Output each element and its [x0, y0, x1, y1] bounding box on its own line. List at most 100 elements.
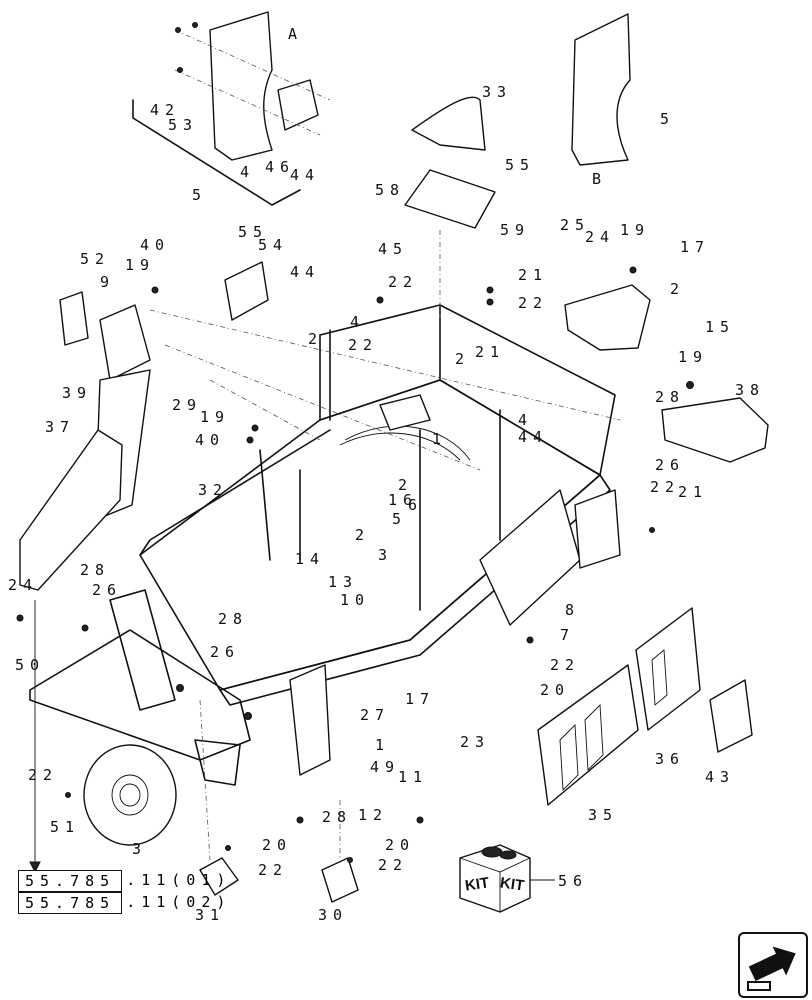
reference-link-row[interactable]: 55.785 .11(02) [18, 892, 235, 914]
callout: 44 [290, 263, 321, 281]
callout: 11 [398, 768, 429, 786]
callout: 22 [650, 478, 681, 496]
callout: 46 [265, 158, 296, 176]
callout: 45 [378, 240, 409, 258]
callout: 53 [168, 116, 199, 134]
callout: 22 [550, 656, 581, 674]
callout: 24 [585, 228, 616, 246]
plate-52 [59, 291, 89, 346]
callout: 32 [198, 481, 229, 499]
callout: 26 [655, 456, 686, 474]
callout: 40 [140, 236, 171, 254]
next-page-arrow-button[interactable] [738, 932, 808, 998]
callout: 21 [475, 343, 506, 361]
callout: 26 [210, 643, 241, 661]
callout: 4 [518, 411, 534, 429]
view-label-b: B [592, 170, 608, 188]
callout: 4 [240, 163, 256, 181]
callout: 35 [588, 806, 619, 824]
bracket-33 [411, 96, 486, 151]
callout: 25 [560, 216, 591, 234]
callout: 22 [518, 294, 549, 312]
callout: 28 [322, 808, 353, 826]
callout: 44 [290, 166, 321, 184]
callout: 52 [80, 250, 111, 268]
callout: 22 [28, 766, 59, 784]
hardware [16, 22, 694, 863]
callout: 6 [408, 496, 424, 514]
leader-lines [29, 230, 621, 881]
callout: 2 [308, 330, 324, 348]
view-label-a: A [288, 25, 304, 43]
reference-links: 55.785 .11(01) 55.785 .11(02) [18, 870, 235, 914]
callout: 50 [15, 656, 46, 674]
callout: 22 [388, 273, 419, 291]
callout: 24 [8, 576, 39, 594]
callout: 20 [540, 681, 571, 699]
bracket-2 [564, 284, 651, 351]
callout: 54 [258, 236, 289, 254]
callout: 19 [125, 256, 156, 274]
callout: 1 [375, 736, 391, 754]
callout: 38 [735, 381, 766, 399]
callout: 29 [172, 396, 203, 414]
callout: 2 [670, 280, 686, 298]
callout: 39 [62, 384, 93, 402]
next-page-arrow-icon [747, 946, 796, 991]
shield-a [132, 11, 331, 206]
callout: 19 [620, 221, 651, 239]
callout: 27 [360, 706, 391, 724]
callout: 28 [655, 388, 686, 406]
bracket-9 [99, 304, 151, 381]
callout: 28 [80, 561, 111, 579]
callout: 15 [705, 318, 736, 336]
reference-code[interactable]: 55.785 [18, 892, 123, 914]
block-30 [321, 857, 359, 903]
callout: 49 [370, 758, 401, 776]
callout: 55 [505, 156, 536, 174]
callout: 5 [192, 186, 208, 204]
kit-box-drawing [459, 844, 531, 913]
reference-suffix: .11(01) [126, 871, 232, 889]
callout: 22 [378, 856, 409, 874]
callout: 55 [238, 223, 269, 241]
callout: 21 [678, 483, 709, 501]
callout: 3 [378, 546, 394, 564]
reference-link-row[interactable]: 55.785 .11(01) [18, 870, 235, 892]
callout: 28 [218, 610, 249, 628]
callout: 2 [455, 350, 471, 368]
callout: 2 [398, 476, 414, 494]
callout: 22 [348, 336, 379, 354]
callout: 30 [318, 906, 349, 924]
callout: 14 [295, 550, 326, 568]
callout: 59 [500, 221, 531, 239]
main-frame [29, 304, 621, 786]
callout: 17 [405, 690, 436, 708]
callout: 58 [375, 181, 406, 199]
reference-code[interactable]: 55.785 [18, 870, 123, 892]
callout: 17 [680, 238, 711, 256]
callout: 36 [655, 750, 686, 768]
callout: 31 [195, 906, 226, 924]
callout: 51 [50, 818, 81, 836]
callout: 13 [328, 573, 359, 591]
callout: 56 [558, 872, 589, 890]
reference-suffix: .11(02) [126, 893, 232, 911]
callout: 44 [518, 428, 549, 446]
callout: 20 [385, 836, 416, 854]
callout: 20 [262, 836, 293, 854]
shield-b [571, 13, 631, 166]
callout: 26 [92, 581, 123, 599]
callout: 4 [350, 313, 366, 331]
callout: 12 [358, 806, 389, 824]
panels-35-36 [537, 607, 753, 806]
callout: 2 [355, 526, 371, 544]
cover-54 [224, 261, 269, 321]
callout: 23 [460, 733, 491, 751]
wheel-3 [83, 744, 177, 846]
callout: 9 [100, 273, 116, 291]
callout: 22 [258, 861, 289, 879]
callout: 3 [132, 840, 148, 858]
callout: 19 [200, 408, 231, 426]
